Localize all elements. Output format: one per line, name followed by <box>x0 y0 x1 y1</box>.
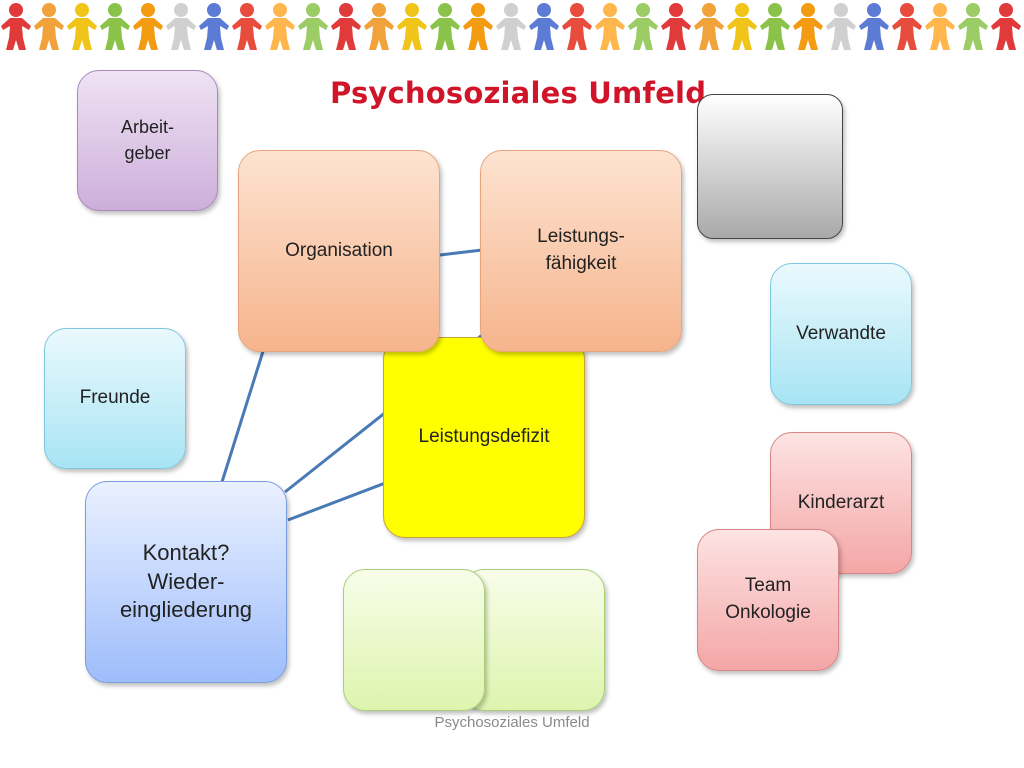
paper-doll <box>133 3 163 50</box>
paper-doll <box>661 3 691 50</box>
paper-doll <box>760 3 790 50</box>
paper-doll <box>529 3 559 50</box>
node-gray-empty <box>697 94 843 239</box>
node-leistungsfaehigkeit: Leistungs- fähigkeit <box>480 150 682 352</box>
paper-doll <box>265 3 295 50</box>
node-green-right <box>462 569 605 711</box>
paper-doll <box>925 3 955 50</box>
paper-doll <box>67 3 97 50</box>
node-leistungsfaehigkeit-label: Leistungs- fähigkeit <box>537 226 625 274</box>
paper-doll <box>562 3 592 50</box>
node-team-onkologie-label: Team Onkologie <box>725 575 811 623</box>
paper-doll <box>100 3 130 50</box>
paper-doll <box>727 3 757 50</box>
node-freunde-label: Freunde <box>79 387 151 409</box>
paper-doll <box>595 3 625 50</box>
page-title: Psychosoziales Umfeld <box>330 76 707 110</box>
paper-doll-border <box>1 3 1021 50</box>
node-kontakt-wiedereingliederung: Kontakt? Wieder- eingliederung <box>85 481 287 683</box>
node-arbeitgeber: Arbeit- geber <box>77 70 218 211</box>
node-leistungsdefizit: Leistungsdefizit <box>383 337 585 538</box>
slide-footer: Psychosoziales Umfeld <box>434 714 590 731</box>
paper-doll <box>628 3 658 50</box>
paper-doll <box>496 3 526 50</box>
paper-doll <box>430 3 460 50</box>
paper-doll <box>364 3 394 50</box>
paper-doll <box>397 3 427 50</box>
paper-doll <box>298 3 328 50</box>
paper-doll <box>958 3 988 50</box>
connector-organisation-leistungsfaehigkeit <box>439 248 483 257</box>
node-verwandte-label: Verwandte <box>796 322 886 344</box>
node-arbeitgeber-label: Arbeit- geber <box>120 117 174 163</box>
paper-doll <box>793 3 823 50</box>
paper-doll <box>859 3 889 50</box>
node-kontakt-label: Kontakt? Wieder- eingliederung <box>119 540 253 623</box>
paper-doll <box>826 3 856 50</box>
paper-doll <box>199 3 229 50</box>
node-green-left <box>343 569 485 711</box>
connector-kontakt-leistungsdefizit-1 <box>284 410 387 494</box>
paper-doll <box>34 3 64 50</box>
paper-doll <box>1 3 31 50</box>
paper-doll <box>991 3 1021 50</box>
node-organisation: Organisation <box>238 150 440 352</box>
paper-doll <box>166 3 196 50</box>
paper-doll <box>694 3 724 50</box>
paper-doll <box>892 3 922 50</box>
connector-kontakt-organisation <box>220 344 267 483</box>
paper-doll <box>331 3 361 50</box>
node-freunde: Freunde <box>44 328 186 469</box>
node-organisation-label: Organisation <box>285 239 393 261</box>
node-leistungsdefizit-label: Leistungsdefizit <box>418 426 550 448</box>
node-verwandte: Verwandte <box>770 263 912 405</box>
node-team-onkologie: Team Onkologie <box>697 529 839 671</box>
paper-doll <box>463 3 493 50</box>
connector-kontakt-leistungsdefizit-2 <box>287 480 389 522</box>
paper-doll <box>232 3 262 50</box>
node-kinderarzt-label: Kinderarzt <box>797 491 885 513</box>
